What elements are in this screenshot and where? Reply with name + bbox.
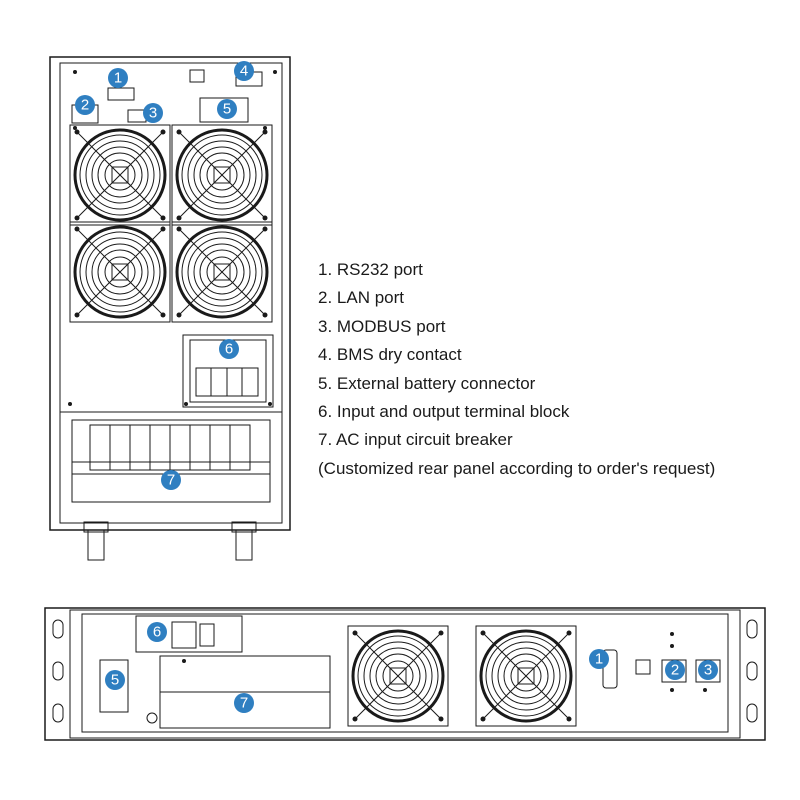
badge-2: 2 xyxy=(75,95,95,115)
svg-text:1: 1 xyxy=(114,70,122,87)
svg-text:6: 6 xyxy=(153,624,161,641)
fan-icon xyxy=(474,624,578,728)
badge-3: 3 xyxy=(143,103,163,123)
legend-item: 4. BMS dry contact xyxy=(318,345,462,365)
rack-badges: 1 2 3 5 6 7 xyxy=(105,622,718,713)
badge-7: 7 xyxy=(161,470,181,490)
legend-item: 6. Input and output terminal block xyxy=(318,401,570,421)
fan-icon xyxy=(170,220,274,324)
badge-5: 5 xyxy=(217,99,237,119)
svg-text:2: 2 xyxy=(81,97,89,114)
badge-5: 5 xyxy=(105,670,125,690)
badge-6: 6 xyxy=(147,622,167,642)
legend-item: 7. AC input circuit breaker xyxy=(318,430,513,450)
svg-text:1: 1 xyxy=(595,651,603,668)
badge-1: 1 xyxy=(108,68,128,88)
svg-text:5: 5 xyxy=(111,672,119,689)
fan-icon xyxy=(170,123,274,227)
legend-note: (Customized rear panel according to orde… xyxy=(318,458,716,478)
badge-1: 1 xyxy=(589,649,609,669)
battery-connector-tower xyxy=(199,97,249,123)
svg-text:5: 5 xyxy=(223,101,231,118)
svg-text:7: 7 xyxy=(167,472,175,489)
badge-6: 6 xyxy=(219,339,239,359)
svg-text:7: 7 xyxy=(240,695,248,712)
svg-text:3: 3 xyxy=(704,662,712,679)
fan-icon xyxy=(68,220,172,324)
badge-4: 4 xyxy=(234,61,254,81)
terminal-block-tower xyxy=(182,334,274,408)
tower-badges: 1 2 3 4 5 6 7 xyxy=(75,61,254,490)
rs232-port-rack xyxy=(602,649,618,689)
badge-2: 2 xyxy=(665,660,685,680)
badge-3: 3 xyxy=(698,660,718,680)
fan-icon xyxy=(68,123,172,227)
battery-connector-rack xyxy=(99,659,129,713)
svg-text:3: 3 xyxy=(149,105,157,122)
circuit-breaker-tower xyxy=(71,419,271,503)
port-legend: 1. RS232 port 2. LAN port 3. MODBUS port… xyxy=(318,256,715,483)
svg-text:2: 2 xyxy=(671,662,679,679)
rack-ups-rear-panel xyxy=(44,607,766,741)
svg-text:6: 6 xyxy=(225,341,233,358)
lan-port-rack xyxy=(661,659,687,683)
legend-item: 3. MODBUS port xyxy=(318,316,446,336)
terminal-block-rack xyxy=(135,615,243,653)
legend-item: 1. RS232 port xyxy=(318,260,423,279)
legend-item: 5. External battery connector xyxy=(318,373,536,393)
rs232-port-tower xyxy=(107,87,135,101)
fan-icon xyxy=(346,624,450,728)
legend-item: 2. LAN port xyxy=(318,288,404,308)
badge-7: 7 xyxy=(234,693,254,713)
svg-text:4: 4 xyxy=(240,63,248,80)
